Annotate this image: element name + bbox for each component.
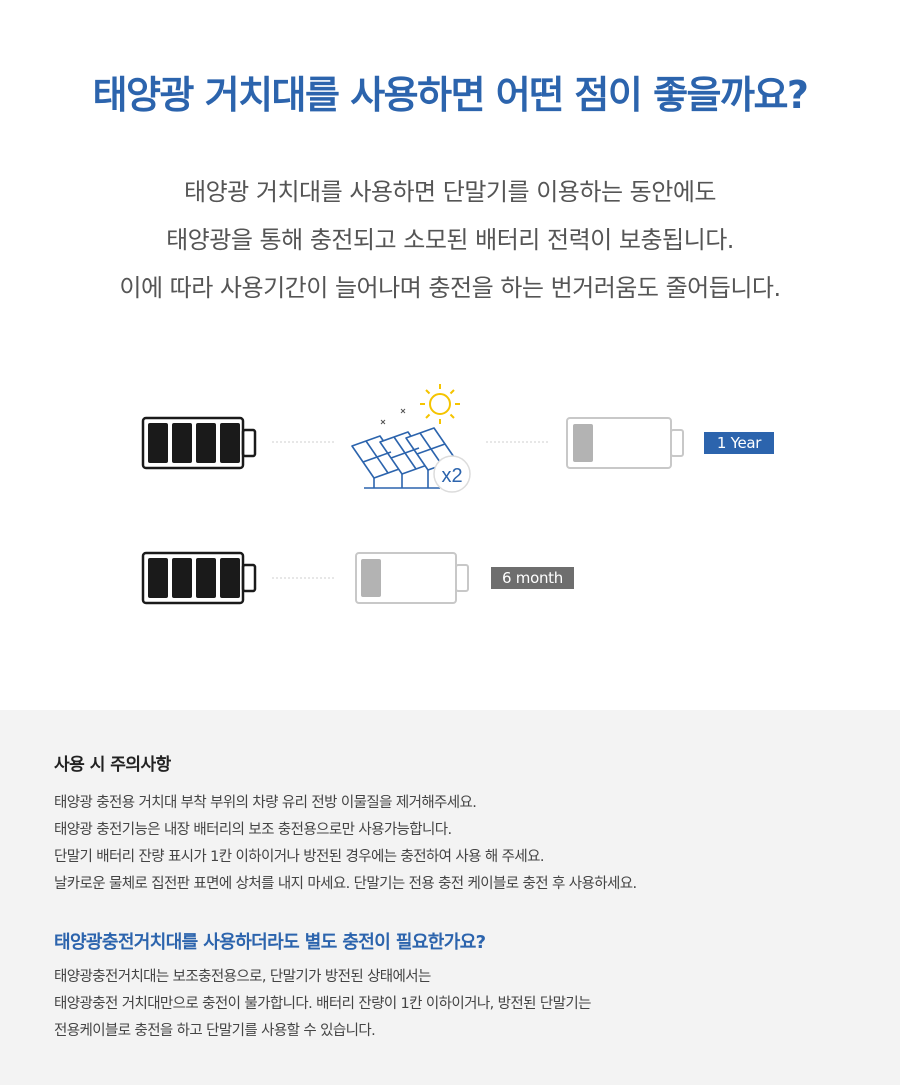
- list-item: 태양광 충전용 거치대 부착 부위의 차량 유리 전방 이물질을 제거해주세요.: [54, 795, 477, 811]
- cautions-title: 사용 시 주의사항: [54, 755, 171, 775]
- faq-answer: 태양광충전거치대는 보조충전용으로, 단말기가 방전된 상태에서는 태양광충전 …: [54, 964, 591, 1045]
- battery-comparison-figure: x2: [0, 370, 900, 630]
- sun-icon: [420, 384, 460, 424]
- full-battery-icon: [141, 551, 257, 605]
- multiplier-badge: x2: [433, 455, 471, 493]
- duration-tag-no-solar: 6 month: [491, 567, 574, 589]
- intro-line: 태양광 거치대를 사용하면 단말기를 이용하는 동안에도: [184, 178, 716, 206]
- page-title: 태양광 거치대를 사용하면 어떤 점이 좋을까요?: [92, 73, 809, 117]
- usage-notice-section: 사용 시 주의사항 태양광 충전용 거치대 부착 부위의 차량 유리 전방 이물…: [0, 710, 900, 1085]
- faq-question: 태양광충전거치대를 사용하더라도 별도 충전이 필요한가요?: [54, 932, 486, 953]
- answer-line: 태양광충전 거치대만으로 충전이 불가합니다. 배터리 잔량이 1칸 이하이거나…: [54, 996, 591, 1012]
- duration-tag-solar: 1 Year: [704, 432, 774, 454]
- low-battery-icon: [566, 417, 684, 469]
- low-battery-icon: [355, 552, 469, 604]
- list-item: 단말기 배터리 잔량 표시가 1칸 이하이거나 방전된 경우에는 충전하여 사용…: [54, 849, 545, 865]
- intro-text: 태양광 거치대를 사용하면 단말기를 이용하는 동안에도 태양광을 통해 충전되…: [0, 168, 900, 312]
- list-item: 태양광 충전기능은 내장 배터리의 보조 충전용으로만 사용가능합니다.: [54, 822, 452, 838]
- cautions-list: 태양광 충전용 거치대 부착 부위의 차량 유리 전방 이물질을 제거해주세요.…: [54, 790, 637, 898]
- intro-line: 태양광을 통해 충전되고 소모된 배터리 전력이 보충됩니다.: [166, 226, 734, 254]
- full-battery-icon: [141, 416, 257, 470]
- sparkle-icon: [380, 408, 406, 425]
- list-item: 날카로운 물체로 집전판 표면에 상처를 내지 마세요. 단말기는 전용 충전 …: [54, 876, 637, 892]
- answer-line: 태양광충전거치대는 보조충전용으로, 단말기가 방전된 상태에서는: [54, 969, 431, 985]
- battery-comparison-graphic: x2: [141, 384, 684, 605]
- intro-line: 이에 따라 사용기간이 늘어나며 충전을 하는 번거러움도 줄어듭니다.: [119, 274, 781, 302]
- multiplier-label: x2: [441, 465, 462, 487]
- answer-line: 전용케이블로 충전을 하고 단말기를 사용할 수 있습니다.: [54, 1023, 376, 1039]
